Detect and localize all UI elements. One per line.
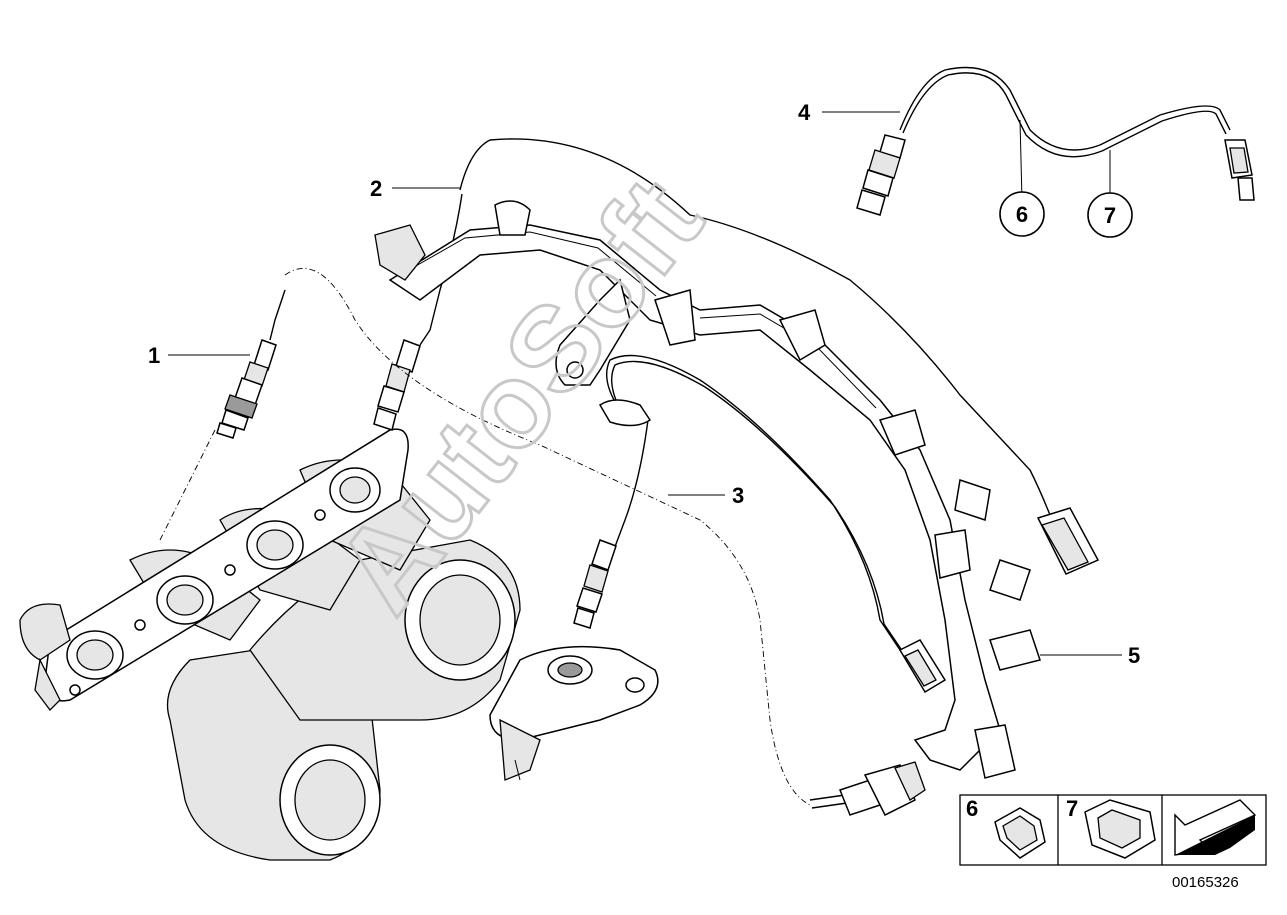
- circled-ref-7: 7: [1087, 192, 1133, 238]
- mounting-bracket: [374, 200, 1041, 779]
- svg-text:7: 7: [1104, 203, 1116, 228]
- callout-5: 5: [1040, 643, 1140, 668]
- oxygen-sensor-1: [216, 289, 286, 439]
- arrow-icon: [1174, 799, 1257, 856]
- exhaust-manifold: [19, 428, 659, 861]
- svg-text:2: 2: [370, 176, 382, 201]
- svg-text:6: 6: [1016, 202, 1028, 227]
- svg-text:5: 5: [1128, 643, 1140, 668]
- callout-4: 4: [798, 100, 900, 125]
- callout-1: 1: [148, 343, 250, 368]
- legend-item-6: 6: [966, 796, 1046, 859]
- callout-3: 3: [668, 483, 744, 508]
- oxygen-sensor-4: [856, 66, 1255, 216]
- svg-text:4: 4: [798, 100, 811, 125]
- legend-item-7: 7: [1066, 796, 1156, 859]
- oxygen-sensor-2: [373, 138, 1100, 575]
- legend-panel: 6 7: [959, 794, 1267, 866]
- callout-2: 2: [370, 176, 460, 201]
- circled-ref-6: 6: [999, 191, 1045, 237]
- svg-text:7: 7: [1066, 796, 1078, 821]
- svg-text:1: 1: [148, 343, 160, 368]
- svg-text:3: 3: [732, 483, 744, 508]
- oxygen-sensor-3: [573, 354, 947, 694]
- svg-text:6: 6: [966, 796, 978, 821]
- document-number: 00165326: [1172, 874, 1239, 891]
- sensor-1-connector: [159, 267, 926, 817]
